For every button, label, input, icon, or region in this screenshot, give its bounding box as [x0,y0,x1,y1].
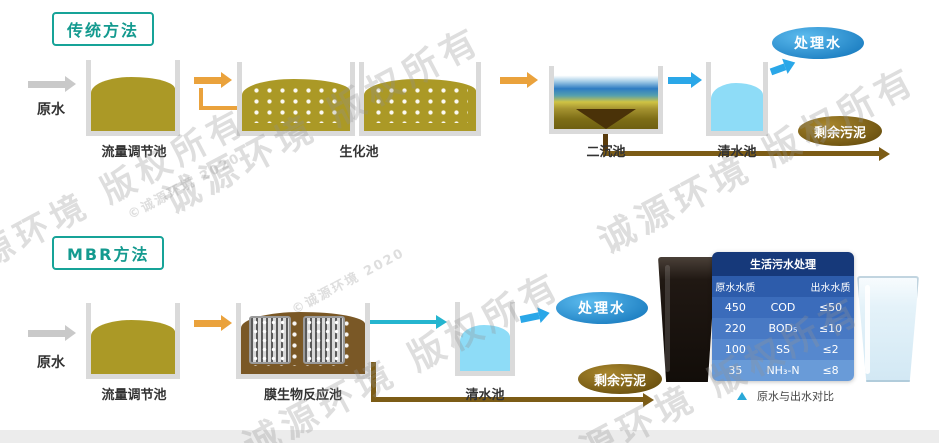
membrane-bioreactor-tank [236,303,370,379]
raw-water-glass [658,257,716,382]
brown-liquid [241,312,365,374]
raw-value: 100 [724,343,746,356]
water-quality-table: 生活污水处理 原水水质 出水水质 450 COD ≤50 220 BOD₅ ≤1… [712,252,854,381]
effluent-value: ≤50 [818,301,843,314]
aeration-bubbles [250,85,342,123]
pipe-segment [199,88,203,110]
param-name: COD [770,301,796,314]
olive-liquid [364,79,476,131]
membrane-module [303,316,345,364]
olive-liquid [242,79,350,131]
pipe-segment [199,106,238,110]
biochemical-tank-a [237,62,355,136]
effluent-value: ≤2 [822,343,839,356]
comparison-caption: 原水与出水对比 [737,388,834,404]
effluent-value: ≤10 [818,322,843,335]
flow-regulation-tank-label: 流量调节池 [101,388,167,403]
flow-arrow [668,71,702,89]
glass-highlight [865,285,870,374]
flow-arrow [194,71,232,89]
olive-liquid [91,320,175,374]
sedimentation-tank-label: 二沉池 [586,145,626,160]
mbr-method-title: MBR方法 [52,236,165,270]
sludge-stem [371,362,376,402]
raw-water-label: 原水 [37,355,65,371]
clear-water-tank-label: 清水池 [465,388,505,403]
membrane-bioreactor-label: 膜生物反应池 [263,388,342,403]
biochemical-tank-label: 生化池 [339,145,379,160]
effluent-value: ≤8 [822,364,839,377]
raw-value: 450 [724,301,746,314]
residual-sludge-pill: 剩余污泥 [798,116,882,146]
effluent-quality-header: 出水水质 [810,283,851,294]
flow-regulation-tank [86,303,180,379]
table-row: 100 SS ≤2 [712,339,854,360]
raw-value: 35 [728,364,743,377]
flow-arrow [194,314,232,332]
treated-water-glass [857,276,919,382]
raw-value: 220 [724,322,746,335]
glass-highlight [665,265,670,372]
flow-regulation-tank-label: 流量调节池 [101,145,167,160]
clear-water-liquid [460,325,510,371]
table-row: 220 BOD₅ ≤10 [712,318,854,339]
aeration-bubbles [372,85,468,123]
inflow-arrow [28,324,76,342]
param-name: NH₃-N [766,364,800,377]
sludge-line [603,151,881,156]
param-header-spacer [759,279,807,294]
table-row: 35 NH₃-N ≤8 [712,360,854,381]
flow-regulation-tank [86,60,180,136]
sludge-stem [603,132,608,156]
table-title: 生活污水处理 [712,252,854,276]
treated-water-pill: 处理水 [772,27,864,59]
clear-water-tank-label: 清水池 [717,145,757,160]
table-row: 450 COD ≤50 [712,297,854,318]
flow-arrow [768,54,799,80]
traditional-method-title: 传统方法 [52,12,155,46]
clear-water-tank [455,302,515,376]
residual-sludge-pill: 剩余污泥 [578,364,662,394]
clear-water-tank [706,62,768,136]
biochemical-tank-b [359,62,481,136]
clear-water-liquid [711,83,763,131]
sludge-arrowhead [643,393,654,407]
caption-text: 原水与出水对比 [757,390,834,403]
sludge-funnel [576,109,636,129]
param-name: SS [776,343,790,356]
sludge-arrowhead [879,147,890,161]
flow-arrow [500,71,538,89]
flow-arrow [518,304,552,328]
permeate-arrowhead [436,315,447,329]
sludge-line [371,397,645,402]
bottom-edge-strip [0,430,939,443]
treated-water-pill: 处理水 [556,292,648,324]
inflow-arrow [28,75,76,93]
membrane-module [249,316,291,364]
olive-liquid [91,77,175,131]
param-name: BOD₅ [768,322,798,335]
raw-water-label: 原水 [37,102,65,118]
sedimentation-tank [549,66,663,134]
triangle-marker-icon [737,392,747,400]
table-header-row: 原水水质 出水水质 [712,276,854,297]
raw-quality-header: 原水水质 [715,283,756,294]
